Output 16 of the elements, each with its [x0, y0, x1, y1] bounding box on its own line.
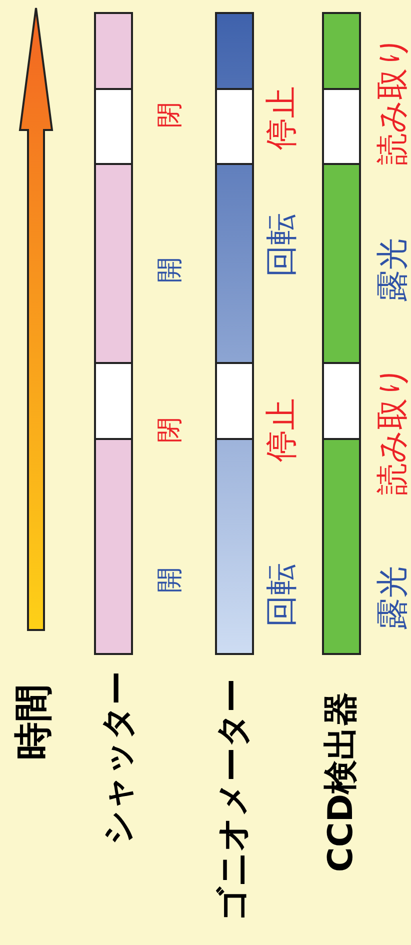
state-label: 読み取り: [376, 365, 408, 495]
state-label: 露光: [376, 566, 408, 630]
state-label: 読み取り: [376, 35, 408, 165]
state-label: 停止: [265, 86, 297, 150]
state-label: 開: [157, 257, 183, 283]
state-label: 閉: [157, 417, 183, 443]
axis-title: 時間: [14, 684, 52, 760]
state-label: 閉: [157, 102, 183, 128]
state-label: 停止: [265, 398, 297, 462]
state-label: 回転: [265, 213, 297, 277]
row-label: シャッター: [101, 671, 135, 845]
state-label: 露光: [376, 238, 408, 302]
state-label: 回転: [265, 563, 297, 627]
row-label: CCD検出器: [324, 692, 358, 872]
row-label: ゴニオメーター: [216, 678, 250, 922]
state-label: 開: [157, 567, 183, 593]
